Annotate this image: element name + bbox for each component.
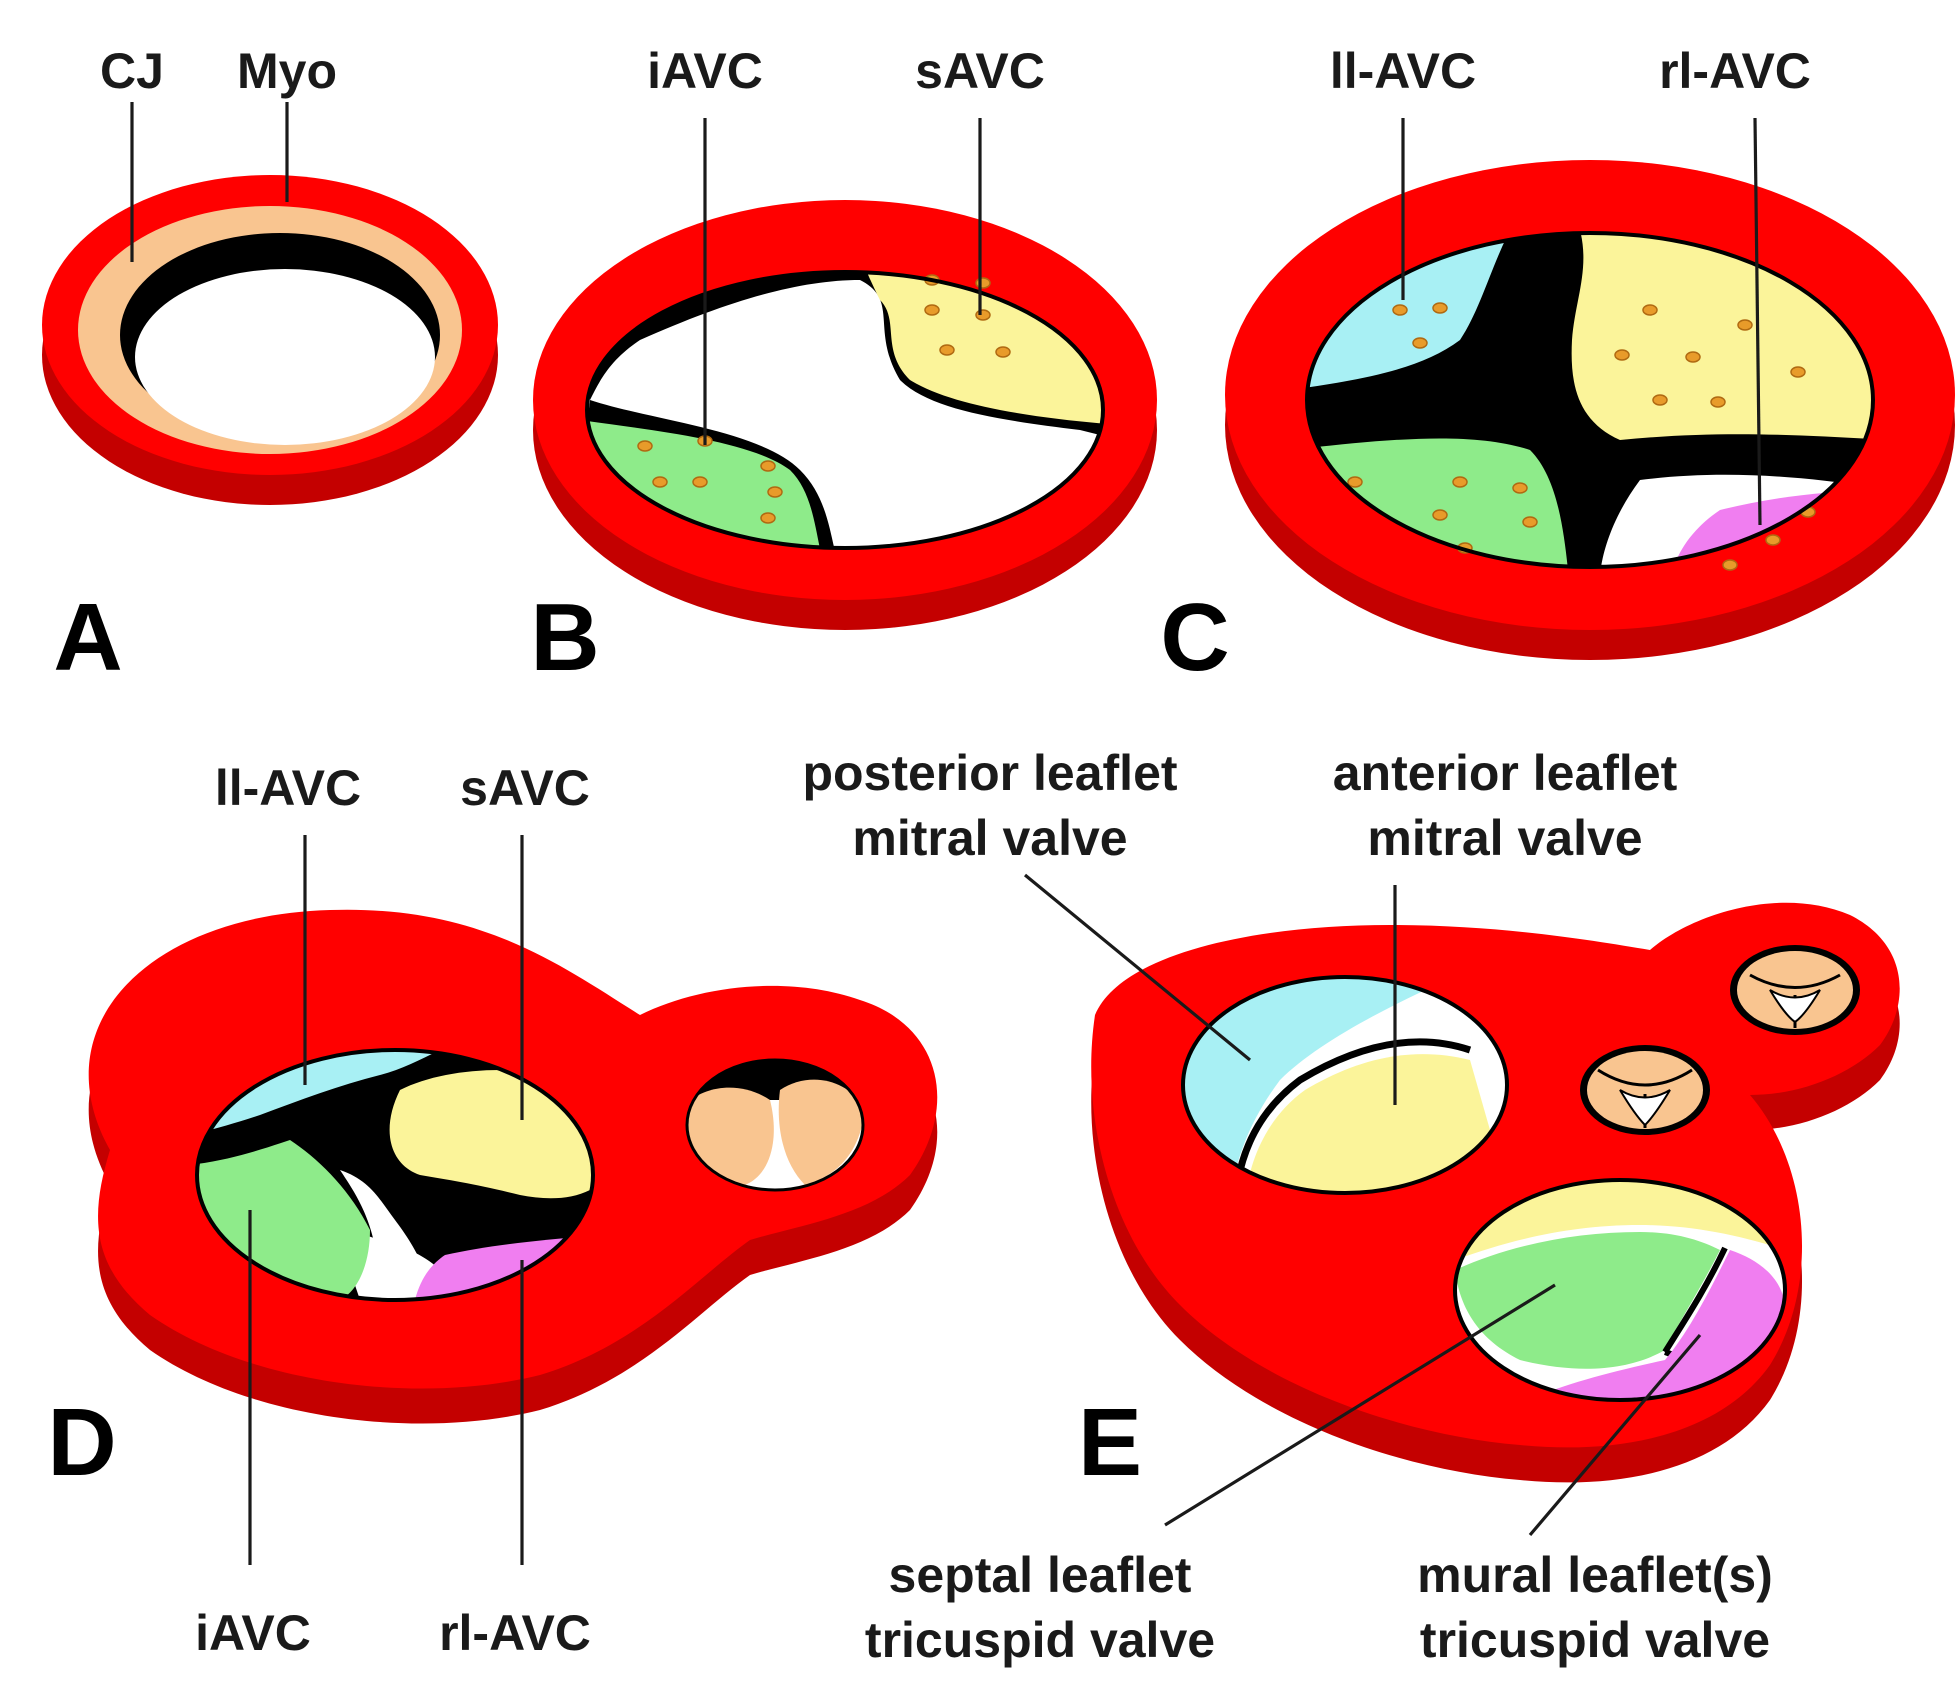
leader-rlavc-c xyxy=(1753,117,1762,526)
lumen-rim-c xyxy=(1305,231,1875,569)
lumen-gap-d xyxy=(340,1170,430,1300)
label-posterior-line1: posterior leaflet xyxy=(802,745,1177,801)
label-myo: Myo xyxy=(237,43,337,99)
label-posterior-line2: mitral valve xyxy=(852,810,1127,866)
label-anterior-line2: mitral valve xyxy=(1367,810,1642,866)
label-cj: CJ xyxy=(100,43,164,99)
label-mural-line1: mural leaflet(s) xyxy=(1417,1547,1773,1603)
label-septal-line2: tricuspid valve xyxy=(865,1612,1215,1668)
label-savc-b: sAVC xyxy=(915,43,1045,99)
mitral-rim xyxy=(1181,975,1509,1195)
posterior-leaflet-mitral xyxy=(1183,977,1470,1193)
panel-letter-b: B xyxy=(530,584,599,691)
outflow-cushion-left xyxy=(687,1087,774,1185)
aortic-valve xyxy=(1580,1045,1710,1135)
label-rlavc-c: rl-AVC xyxy=(1659,43,1811,99)
label-rlavc-d: rl-AVC xyxy=(439,1605,591,1661)
pulmonary-valve xyxy=(1730,945,1860,1035)
panel-b: iAVC sAVC B xyxy=(530,43,1157,691)
mitral-closure-line xyxy=(1231,1038,1472,1193)
outflow-rim-d xyxy=(685,1058,865,1192)
label-septal-line1: septal leaflet xyxy=(889,1547,1192,1603)
anterior-leaflet-mitral xyxy=(1245,1054,1507,1193)
outflow-cushion-right xyxy=(778,1079,863,1185)
panel-letter-c: C xyxy=(1160,584,1229,691)
panel-a: CJ Myo A xyxy=(42,43,498,691)
panel-e: posterior leaflet mitral valve anterior … xyxy=(802,745,1900,1668)
label-llavc-c: ll-AVC xyxy=(1330,43,1476,99)
sAVC-cushion-d xyxy=(389,1070,593,1199)
panel-d: ll-AVC sAVC iAVC rl-AVC D xyxy=(47,760,938,1661)
septal-leaflet-tricuspid xyxy=(1455,1232,1720,1369)
leader-septal xyxy=(1164,1283,1556,1527)
label-iavc-b: iAVC xyxy=(647,43,763,99)
lumen-rim-d xyxy=(195,1048,595,1302)
panel-c: ll-AVC rl-AVC C xyxy=(1160,43,1955,691)
label-iavc-d: iAVC xyxy=(195,1605,311,1661)
label-llavc-d: ll-AVC xyxy=(215,760,361,816)
panel-letter-e: E xyxy=(1078,1389,1142,1496)
label-mural-line2: tricuspid valve xyxy=(1420,1612,1770,1668)
lumen-rim-b xyxy=(585,270,1105,550)
tricuspid-anterior-edge xyxy=(1455,1180,1785,1260)
tricuspid-rim xyxy=(1453,1178,1787,1402)
mural-leaflet-tricuspid xyxy=(1530,1250,1785,1400)
panel-letter-a: A xyxy=(53,584,122,691)
leader-posterior xyxy=(1023,873,1252,1062)
leader-mural xyxy=(1528,1333,1702,1537)
label-savc-d: sAVC xyxy=(460,760,590,816)
panel-letter-d: D xyxy=(47,1389,116,1496)
lumen-a xyxy=(135,269,435,445)
label-anterior-line1: anterior leaflet xyxy=(1333,745,1678,801)
